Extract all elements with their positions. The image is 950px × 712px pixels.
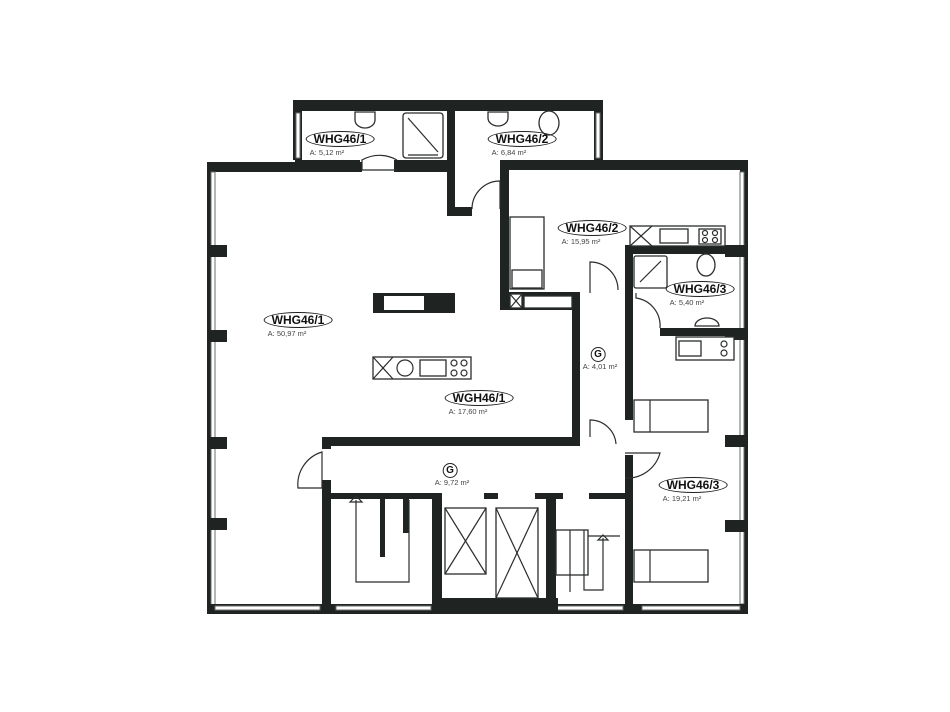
room-label-whg46-1-room: WHG46/1 A: 50,97 m² [263,311,333,338]
room-name: WHG46/1 [305,131,375,147]
room-label-whg46-2-bath: WHG46/2 A: 6,84 m² [487,130,557,157]
room-label-whg46-1-bath: WHG46/1 A: 5,12 m² [305,130,375,157]
room-name: WHG46/2 [557,220,627,236]
room-area: A: 50,97 m² [267,329,307,338]
room-name: WGH46/1 [444,390,514,406]
corridor-symbol: G [590,347,606,362]
room-name: WHG46/1 [263,312,333,328]
room-area: A: 5,12 m² [309,148,345,157]
room-label-whg46-3-bath: WHG46/3 A: 5,40 m² [665,280,735,307]
corridor-area: A: 4,01 m² [582,362,618,371]
room-area: A: 17,60 m² [448,407,488,416]
corridor-area: A: 9,72 m² [434,478,470,487]
room-area: A: 6,84 m² [491,148,527,157]
room-name: WHG46/3 [658,477,728,493]
room-area: A: 19,21 m² [662,494,702,503]
room-area: A: 15,95 m² [561,237,601,246]
room-label-wgh46-1-kitchen: WGH46/1 A: 17,60 m² [444,389,514,416]
corridor-label-main: G A: 9,72 m² [431,460,470,487]
room-label-whg46-3-room: WHG46/3 A: 19,21 m² [658,476,728,503]
corridor-symbol: G [442,463,458,478]
room-label-whg46-2-room: WHG46/2 A: 15,95 m² [557,219,627,246]
corridor-label-small: G A: 4,01 m² [579,344,618,371]
room-name: WHG46/2 [487,131,557,147]
room-area: A: 5,40 m² [669,298,705,307]
room-name: WHG46/3 [665,281,735,297]
